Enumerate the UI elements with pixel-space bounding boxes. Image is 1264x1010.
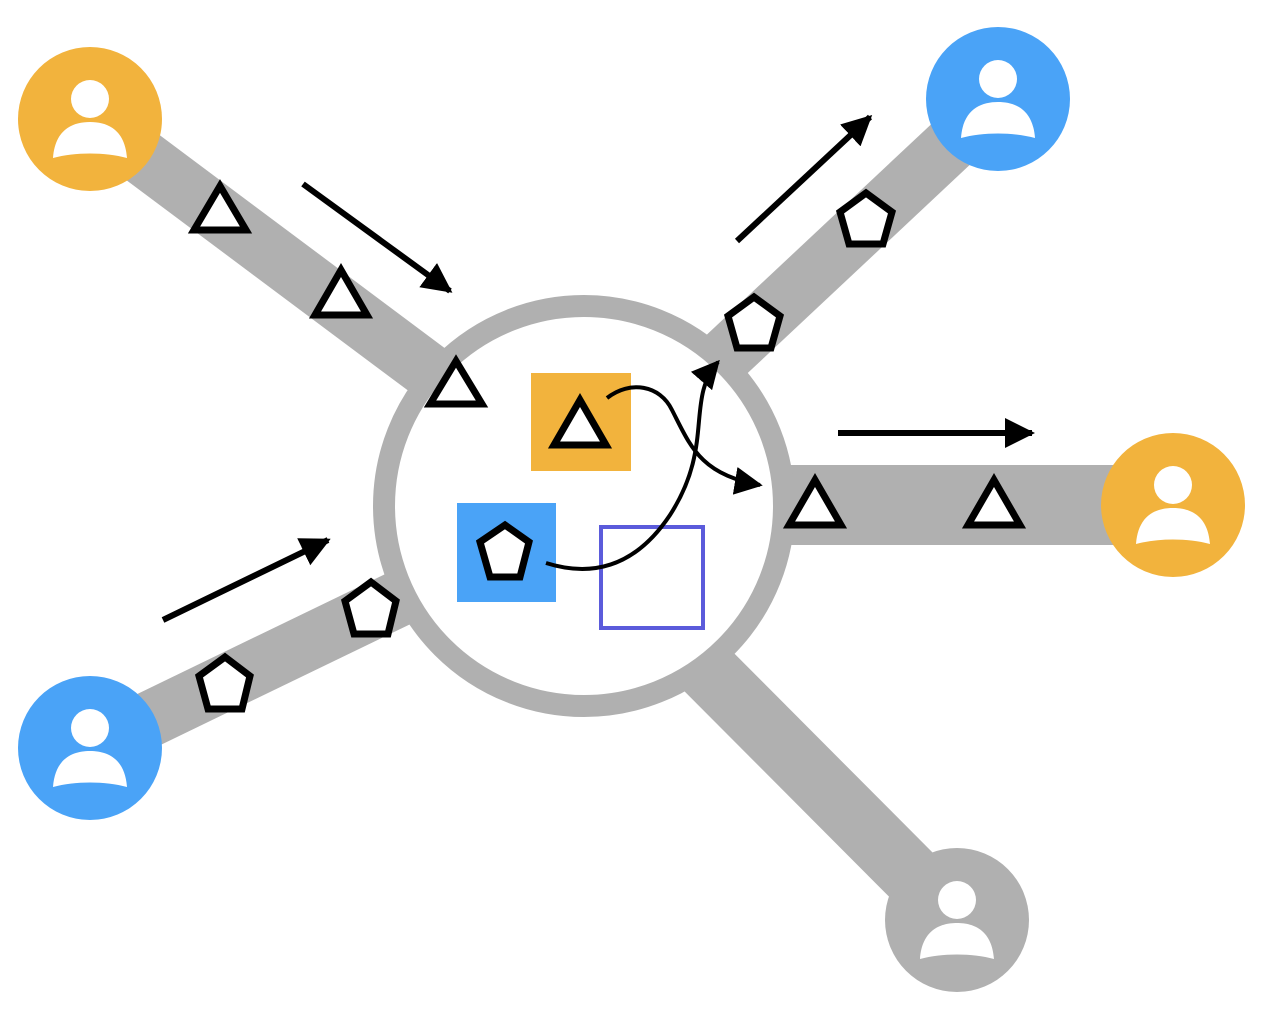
triangle-slot (531, 373, 631, 471)
triangle-icon (782, 473, 848, 529)
bottom-user (885, 848, 1029, 992)
route-triangle-curve (605, 385, 763, 495)
bottom-left-user (18, 676, 162, 820)
person-icon (53, 80, 127, 158)
pentagon-slot (457, 503, 556, 602)
inflow-arrow-bottom-left (161, 537, 331, 623)
triangle-icon (187, 179, 253, 234)
pentagon-icon (723, 292, 785, 352)
users (18, 27, 1245, 992)
right-user (1101, 433, 1245, 577)
pentagon-icon (475, 520, 533, 581)
top-left-user (18, 47, 162, 191)
packets (187, 179, 1027, 713)
triangle-icon (547, 393, 613, 449)
pentagon-icon (835, 188, 897, 248)
hub-ring (373, 295, 795, 717)
pentagon-icon (194, 652, 254, 713)
empty-square-icon (599, 525, 705, 630)
person-icon (1136, 466, 1210, 544)
hub (373, 295, 795, 717)
route-pentagon-curve (545, 359, 720, 572)
outflow-arrow-top-right (734, 114, 873, 244)
flow-arrows (161, 114, 1035, 623)
person-icon (53, 709, 127, 787)
triangle-icon (308, 263, 374, 319)
person-icon (961, 60, 1035, 138)
pentagon-icon (340, 577, 400, 638)
triangle-icon (961, 473, 1027, 529)
triangle-icon (423, 354, 489, 408)
top-right-user (926, 27, 1070, 171)
inflow-arrow-top-left (301, 181, 453, 294)
person-icon (920, 881, 994, 959)
